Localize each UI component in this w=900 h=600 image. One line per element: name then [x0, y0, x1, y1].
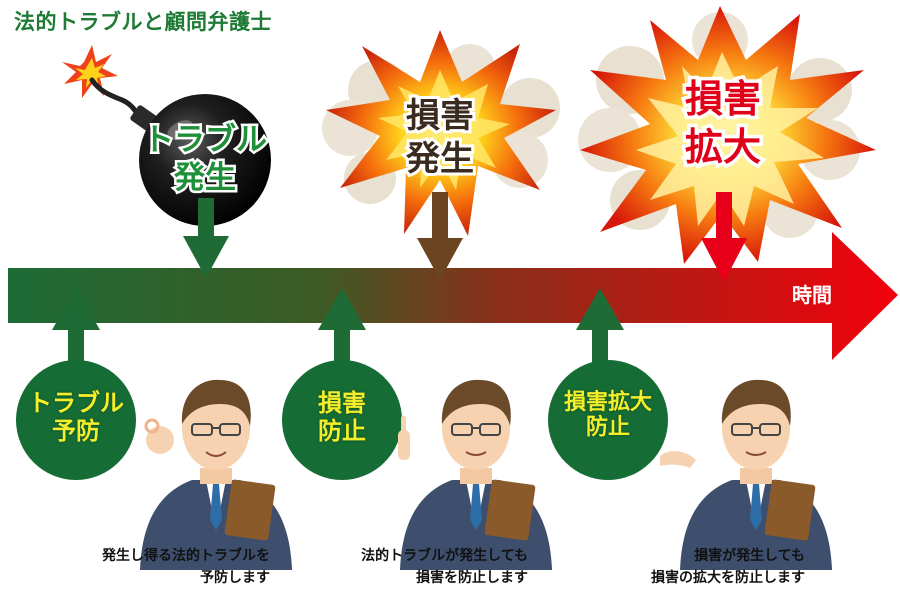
- up-arrow-icon: [318, 288, 366, 370]
- event-trouble-line2: 発生: [173, 160, 236, 196]
- caption-damage-line1: 法的トラブルが発生しても: [361, 548, 528, 564]
- caption-damage: 法的トラブルが発生しても 損害を防止します: [318, 545, 528, 589]
- up-arrow-icon: [52, 288, 100, 370]
- bomb-icon: [62, 45, 271, 226]
- down-arrow-icon: [701, 192, 747, 282]
- caption-prevention-line1: 発生し得る法的トラブルを: [102, 548, 270, 564]
- page-title: 法的トラブルと顧問弁護士: [14, 10, 272, 34]
- down-arrow-icon: [183, 198, 229, 278]
- measure-prevention-line1: トラブル: [28, 389, 124, 417]
- measure-circle-damage: [282, 360, 402, 480]
- measure-damage-label: 損害 防止: [282, 389, 402, 445]
- lawyer-figure: [140, 379, 292, 570]
- caption-expansion-line1: 損害が発生しても: [694, 548, 805, 564]
- measure-expansion-line2: 防止: [585, 415, 630, 441]
- lawyer-figure: [660, 379, 832, 570]
- up-arrow-icon: [576, 288, 624, 370]
- caption-damage-line2: 損害を防止します: [416, 570, 528, 586]
- event-expansion-line2: 拡大: [685, 125, 761, 169]
- measure-expansion-line1: 損害拡大: [563, 390, 652, 415]
- measure-prevention-line2: 予防: [52, 416, 100, 445]
- explosion-icon: [322, 30, 560, 236]
- caption-prevention: 発生し得る法的トラブルを 予防します: [60, 545, 270, 589]
- caption-expansion: 損害が発生しても 損害の拡大を防止します: [600, 545, 805, 589]
- event-damage-line1: 損害: [406, 96, 474, 136]
- measure-circle-prevention: [16, 360, 136, 480]
- measure-damage-line1: 損害: [318, 389, 366, 417]
- measure-expansion-label: 損害拡大 防止: [548, 390, 668, 441]
- event-expansion-line1: 損害: [685, 77, 761, 121]
- event-damage-line2: 発生: [406, 139, 474, 179]
- big-explosion-icon: [578, 6, 876, 264]
- down-arrow-icon: [417, 192, 463, 280]
- event-trouble-line1: トラブル: [143, 122, 267, 158]
- timeline-arrow: [8, 232, 898, 360]
- lawyer-figure: [398, 379, 552, 570]
- measure-circle-expansion: [548, 360, 668, 480]
- caption-expansion-line2: 損害の拡大を防止します: [651, 570, 805, 586]
- measure-damage-line2: 防止: [318, 416, 366, 445]
- timeline-label: 時間: [792, 283, 832, 307]
- measure-prevention-label: トラブル 予防: [16, 389, 136, 445]
- caption-prevention-line2: 予防します: [200, 570, 270, 586]
